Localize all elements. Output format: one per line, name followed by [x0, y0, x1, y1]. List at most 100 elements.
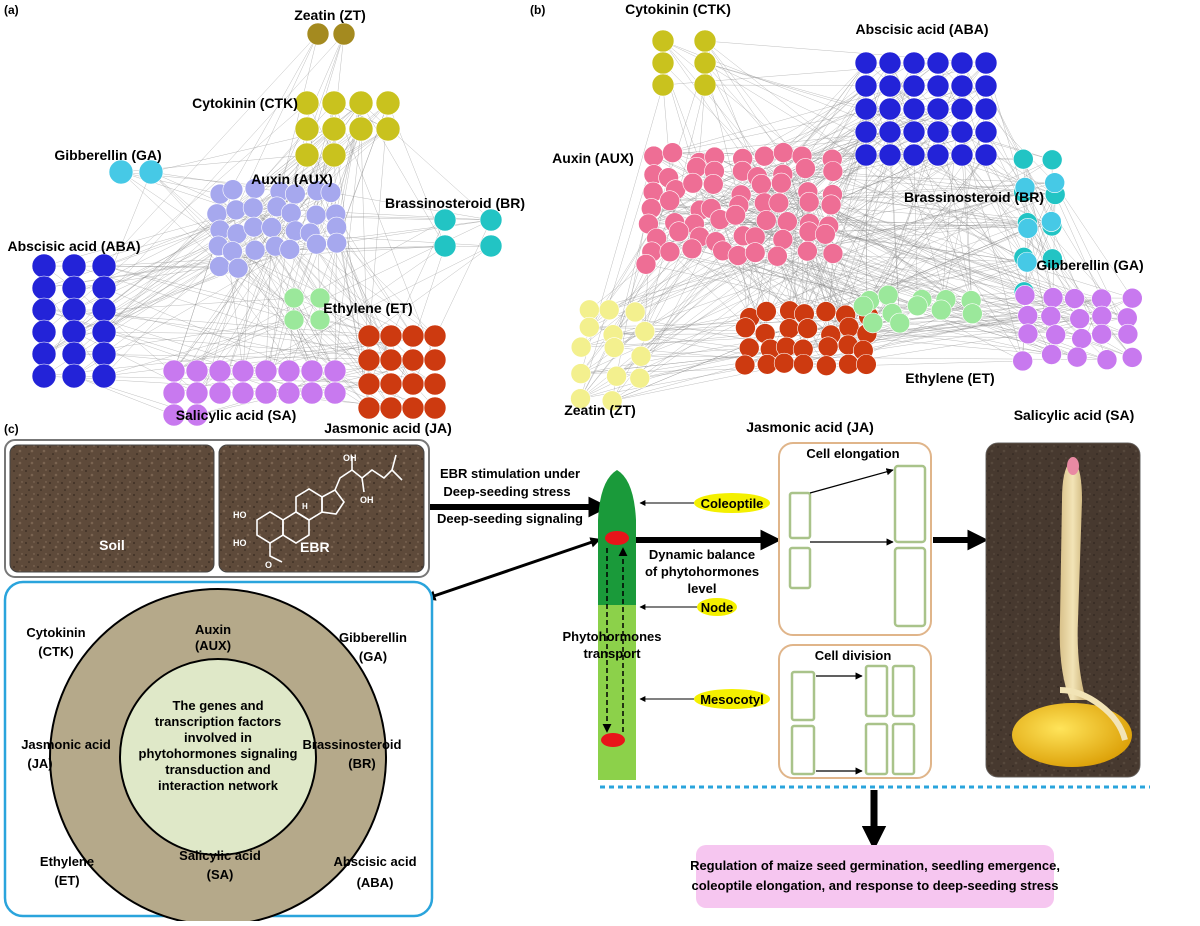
network-node	[694, 74, 716, 96]
panel-a-label: (a)	[4, 3, 19, 17]
a-label-salicylic: Salicylic acid (SA)	[176, 407, 297, 423]
network-node	[139, 160, 163, 184]
network-node	[735, 355, 755, 375]
network-node	[694, 52, 716, 74]
network-node	[402, 373, 424, 395]
network-node	[769, 193, 789, 213]
network-node	[424, 349, 446, 371]
network-node	[228, 258, 248, 278]
network-node	[644, 146, 664, 166]
b-label-abscisic: Abscisic acid (ABA)	[855, 21, 988, 37]
network-edge	[831, 205, 1132, 298]
node-label: Node	[701, 600, 734, 615]
dyn-line1: Dynamic balance	[649, 547, 755, 562]
network-node	[927, 52, 949, 74]
network-node	[927, 75, 949, 97]
maize-seedling-photo	[986, 443, 1140, 777]
network-node	[281, 203, 301, 223]
cell-elongation-title: Cell elongation	[806, 446, 899, 461]
network-edge	[337, 227, 413, 336]
network-node	[32, 298, 56, 322]
network-edge	[663, 41, 802, 156]
network-node	[1042, 344, 1062, 364]
network-node	[879, 98, 901, 120]
b-label-auxin: Auxin (AUX)	[552, 150, 634, 166]
network-node	[579, 317, 599, 337]
network-node	[726, 205, 746, 225]
network-node	[62, 276, 86, 300]
network-node	[92, 298, 116, 322]
network-node	[295, 143, 319, 167]
ebr-label: EBR	[300, 539, 330, 555]
network-node	[571, 337, 591, 357]
network-node	[795, 158, 815, 178]
network-node	[295, 91, 319, 115]
network-node	[1018, 324, 1038, 344]
network-node	[669, 222, 689, 242]
ebr-oh2: OH	[360, 495, 374, 505]
network-node	[636, 254, 656, 274]
network-node	[903, 144, 925, 166]
network-node	[424, 373, 446, 395]
ebr-h1: H	[302, 502, 308, 511]
network-node	[109, 160, 133, 184]
panel-b: (b) Cytokinin (CTK) Abscisic acid (ABA) …	[530, 1, 1144, 435]
network-node	[951, 144, 973, 166]
network-node	[284, 288, 304, 308]
stim-line1: EBR stimulation under	[440, 466, 580, 481]
network-node	[855, 121, 877, 143]
panel-c-label: (c)	[4, 422, 19, 436]
network-node	[1067, 347, 1087, 367]
a-label-gibberellin: Gibberellin (GA)	[54, 147, 161, 163]
network-node	[635, 321, 655, 341]
network-node	[903, 98, 925, 120]
network-node	[209, 360, 231, 382]
ebr-oh1: OH	[343, 453, 357, 463]
network-node	[92, 254, 116, 278]
network-node	[821, 195, 841, 215]
network-node	[402, 325, 424, 347]
network-node	[855, 52, 877, 74]
network-node	[962, 304, 982, 324]
network-node	[975, 75, 997, 97]
network-node	[907, 296, 927, 316]
cell-division-title: Cell division	[815, 648, 892, 663]
network-node	[951, 75, 973, 97]
network-node	[301, 360, 323, 382]
network-node	[767, 246, 787, 266]
b-label-zeatin: Zeatin (ZT)	[564, 402, 636, 418]
ring-label-abscisic-abbr: (ABA)	[357, 875, 394, 890]
network-node	[1092, 306, 1112, 326]
network-node	[376, 117, 400, 141]
ebr-ho1: HO	[233, 510, 247, 520]
network-node	[284, 310, 304, 330]
network-node	[927, 98, 949, 120]
dyn-line2: of phytohormones	[645, 564, 759, 579]
network-node	[380, 397, 402, 419]
network-node	[480, 209, 502, 231]
ring-label-ethylene: Ethylene	[40, 854, 94, 869]
network-node	[32, 320, 56, 344]
network-node	[903, 52, 925, 74]
network-node	[571, 364, 591, 384]
network-node	[754, 146, 774, 166]
coleoptile-label: Coleoptile	[701, 496, 764, 511]
center-line: phytohormones signaling	[139, 746, 298, 761]
a-label-cytokinin: Cytokinin (CTK)	[192, 95, 298, 111]
network-node	[1122, 347, 1142, 367]
ring-label-salicylic-abbr: (SA)	[207, 867, 234, 882]
network-node	[32, 276, 56, 300]
network-node	[306, 205, 326, 225]
ring-label-cytokinin-abbr: (CTK)	[38, 644, 73, 659]
regulation-line2: coleoptile elongation, and response to d…	[692, 878, 1059, 893]
network-edge	[74, 376, 174, 415]
network-node	[1043, 288, 1063, 308]
ring-label-jasmonic-abbr: (JA)	[27, 756, 52, 771]
a-label-abscisic: Abscisic acid (ABA)	[7, 238, 140, 254]
network-node	[1070, 309, 1090, 329]
network-node	[931, 300, 951, 320]
b-label-brassinosteroid: Brassinosteroid (BR)	[904, 189, 1044, 205]
regulation-box	[696, 845, 1054, 908]
network-edge	[361, 103, 445, 246]
